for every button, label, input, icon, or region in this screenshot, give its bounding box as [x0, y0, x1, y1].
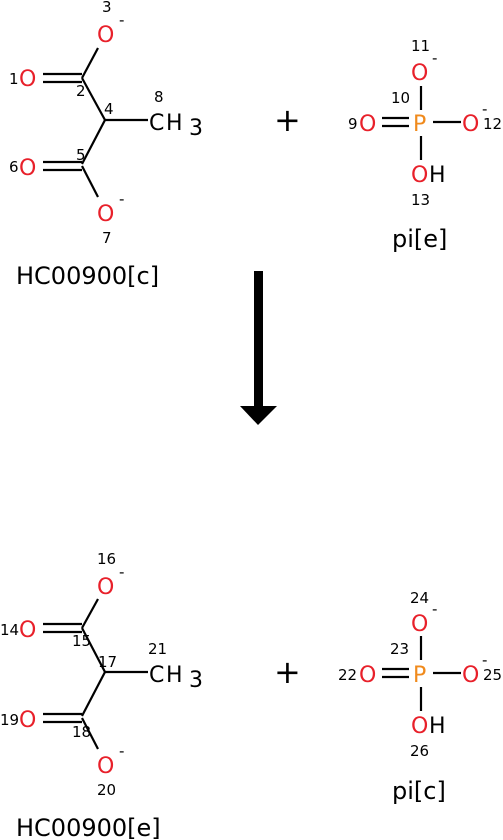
atom-number-18: 18	[72, 723, 91, 741]
molecule-name: HC00900[c]	[16, 262, 159, 290]
charge-12: -	[482, 100, 487, 118]
charge-24: -	[432, 600, 437, 618]
atom-number-16: 16	[97, 550, 116, 568]
charge-3: -	[119, 11, 124, 29]
atom-p-10: P	[413, 112, 426, 137]
molecule-pi-e: P O - O O - O H 11 10 9 12 13 pi[e]	[348, 37, 502, 253]
atom-h-sub-8: 3	[189, 116, 203, 141]
atom-o-13: O	[411, 163, 428, 188]
molecule-pi-c: P O - O O - O H 24 23 22 25 26 pi[c]	[338, 589, 502, 805]
atom-number-7: 7	[102, 229, 112, 247]
bond-2-4	[81, 77, 106, 121]
atom-number-12: 12	[483, 115, 502, 133]
atom-c-8: C	[149, 111, 164, 136]
atom-number-5: 5	[76, 146, 86, 164]
atom-number-9: 9	[348, 115, 358, 133]
molecule-name: HC00900[e]	[16, 814, 161, 840]
bond-5-7	[81, 165, 99, 198]
molecule-name: pi[c]	[392, 777, 446, 805]
atom-o-14: O	[19, 618, 36, 643]
bond-15-16	[81, 598, 99, 629]
atom-number-13: 13	[411, 191, 430, 209]
charge-7: -	[119, 190, 124, 208]
atom-p-23: P	[413, 663, 426, 688]
atom-number-11: 11	[411, 37, 430, 55]
molecule-name: pi[e]	[392, 225, 447, 253]
molecule-hc00900-e: O - O O O - C H 3 16 14 15 17 21 18 19 2…	[0, 550, 203, 840]
atom-h-21: H	[166, 663, 183, 688]
charge-20: -	[119, 742, 124, 760]
plus-sign-bottom: +	[274, 653, 301, 691]
atom-number-17: 17	[98, 653, 117, 671]
atom-c-21: C	[149, 663, 164, 688]
atom-o-6: O	[19, 156, 36, 181]
atom-o-24: O	[411, 612, 428, 637]
plus-sign-top: +	[274, 101, 301, 139]
atom-o-7: O	[97, 202, 114, 227]
atom-number-2: 2	[76, 82, 86, 100]
atom-o-1: O	[19, 67, 36, 92]
atom-number-1: 1	[9, 70, 19, 88]
atom-h-13: H	[429, 163, 446, 188]
atom-o-12: O	[462, 112, 479, 137]
atom-number-24: 24	[410, 589, 429, 607]
charge-16: -	[119, 563, 124, 581]
molecule-hc00900-c: O - O O O - C H 3 3 1 2 4 8 5 6 7 HC0090…	[9, 0, 203, 290]
atom-number-14: 14	[0, 621, 19, 639]
atom-number-8: 8	[154, 88, 164, 106]
atom-number-21: 21	[148, 640, 167, 658]
atom-h-26: H	[429, 714, 446, 739]
atom-o-19: O	[19, 708, 36, 733]
atom-number-10: 10	[391, 89, 410, 107]
atom-number-25: 25	[483, 666, 502, 684]
atom-o-22: O	[359, 663, 376, 688]
reaction-arrow	[240, 271, 277, 425]
bond-17-18	[81, 671, 106, 717]
atom-number-6: 6	[9, 158, 19, 176]
atom-o-11: O	[411, 61, 428, 86]
atom-number-19: 19	[0, 711, 19, 729]
atom-number-26: 26	[410, 742, 429, 760]
atom-number-20: 20	[97, 781, 116, 799]
atom-o-25: O	[462, 663, 479, 688]
charge-11: -	[432, 49, 437, 67]
atom-o-26: O	[411, 714, 428, 739]
atom-number-4: 4	[104, 100, 114, 118]
charge-25: -	[482, 651, 487, 669]
atom-o-9: O	[359, 112, 376, 137]
bond-2-3	[81, 47, 99, 79]
atom-number-3: 3	[102, 0, 112, 16]
atom-h-8: H	[166, 111, 183, 136]
bond-18-20	[81, 717, 99, 750]
atom-o-20: O	[97, 754, 114, 779]
atom-o-3: O	[97, 23, 114, 48]
bond-15-17	[81, 627, 106, 673]
atom-o-16: O	[97, 575, 114, 600]
bond-4-5	[81, 119, 106, 165]
atom-number-15: 15	[72, 632, 91, 650]
atom-h-sub-21: 3	[189, 668, 203, 693]
atom-number-23: 23	[390, 640, 409, 658]
atom-number-22: 22	[338, 666, 357, 684]
